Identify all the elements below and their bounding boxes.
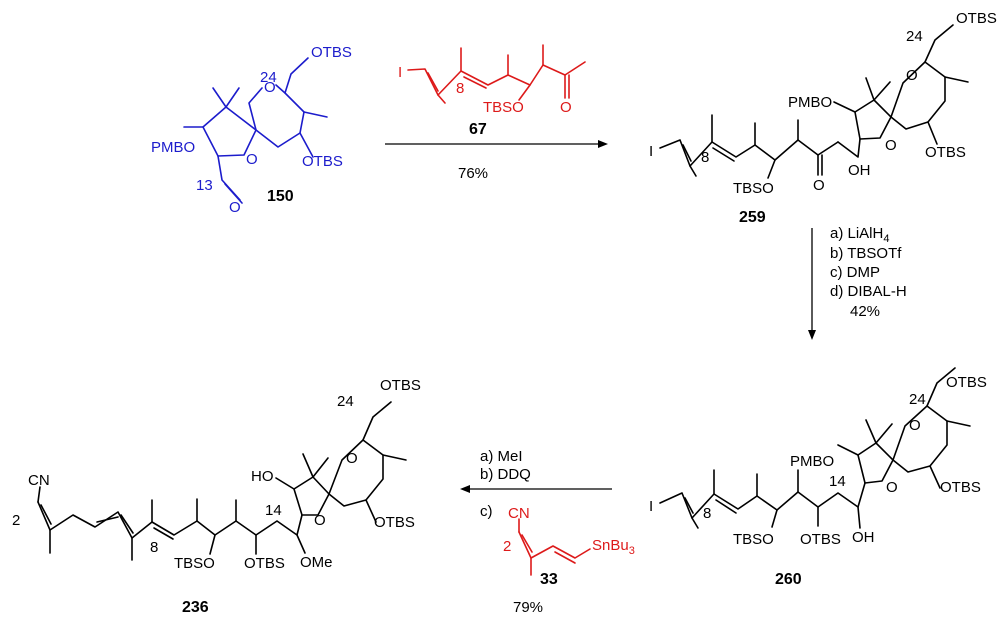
compound-260-tbso: TBSO [733, 531, 774, 548]
compound-236-ome: OMe [300, 554, 333, 571]
step3-condition-b: b) DDQ [480, 466, 531, 483]
compound-33-bonds [518, 518, 591, 576]
compound-259-ketone-o: O [813, 177, 825, 194]
compound-260-bonds [659, 367, 971, 529]
compound-150-label: 150 [267, 188, 294, 205]
compound-150-otbs-top: OTBS [311, 44, 352, 61]
step1-arrowhead [598, 140, 608, 148]
compound-259-iodo: I [649, 143, 653, 160]
compound-150-c13: 13 [196, 177, 213, 194]
compound-236-ring-o2: O [314, 512, 326, 529]
compound-67-label: 67 [469, 121, 487, 138]
compound-260-pmbo: PMBO [790, 453, 834, 470]
step3-condition-c: c) [480, 503, 493, 520]
compound-236-ring-o1: O [346, 450, 358, 467]
compound-260: OTBS 24 O O PMBO OTBS 14 I 8 TBSO OTBS O… [649, 367, 987, 588]
compound-150-c24: 24 [260, 69, 277, 86]
step3-condition-a: a) MeI [480, 448, 523, 465]
compound-259-otbs-top: OTBS [956, 10, 997, 27]
compound-67-c8: 8 [456, 80, 464, 97]
step2-condition-d: d) DIBAL-H [830, 283, 907, 300]
compound-260-oh: OH [852, 529, 875, 546]
compound-260-c14: 14 [829, 473, 846, 490]
compound-259: OTBS 24 O O PMBO OTBS I 8 TBSO O OH 259 [649, 10, 997, 226]
compound-236: OTBS 24 O O HO OTBS 14 8 2 CN TBSO OTBS … [12, 377, 421, 616]
step2-condition-a: a) LiAlH4 [830, 225, 889, 245]
compound-236-ho: HO [251, 468, 274, 485]
compound-260-otbs-top: OTBS [946, 374, 987, 391]
compound-67-bonds [407, 44, 586, 104]
compound-236-c24: 24 [337, 393, 354, 410]
compound-33-cn: CN [508, 505, 530, 522]
compound-259-label: 259 [739, 209, 766, 226]
step3: a) MeI b) DDQ c) 79% [460, 448, 612, 616]
compound-67-tbso: TBSO [483, 99, 524, 116]
compound-236-otbs-top: OTBS [380, 377, 421, 394]
compound-33-sn: SnBu3 [592, 537, 635, 557]
compound-236-c2: 2 [12, 512, 20, 529]
compound-33-c2: 2 [503, 538, 511, 555]
compound-33: CN 2 SnBu3 33 [503, 505, 635, 588]
step3-yield: 79% [513, 599, 543, 616]
compound-236-otbs-bottom: OTBS [374, 514, 415, 531]
step2: a) LiAlH4 b) TBSOTf c) DMP d) DIBAL-H 42… [808, 225, 907, 340]
compound-260-ring-o1: O [909, 417, 921, 434]
compound-150-pmbo: PMBO [151, 139, 195, 156]
compound-150-bonds [183, 57, 328, 204]
compound-259-ring-o1: O [906, 67, 918, 84]
compound-236-label: 236 [182, 599, 209, 616]
compound-150-aldehyde-o: O [229, 199, 241, 216]
step2-condition-c: c) DMP [830, 264, 880, 281]
compound-150-ring-o1: O [264, 79, 276, 96]
compound-67-ketone-o: O [560, 99, 572, 116]
compound-260-c24: 24 [909, 391, 926, 408]
compound-259-tbso: TBSO [733, 180, 774, 197]
compound-259-c24: 24 [906, 28, 923, 45]
compound-236-c8: 8 [150, 539, 158, 556]
step2-arrowhead [808, 330, 816, 340]
compound-236-otbs-mid: OTBS [244, 555, 285, 572]
step2-yield: 42% [850, 303, 880, 320]
compound-259-pmbo: PMBO [788, 94, 832, 111]
compound-260-ring-o2: O [886, 479, 898, 496]
compound-260-iodo: I [649, 498, 653, 515]
compound-67: I 8 TBSO O 67 [398, 44, 586, 138]
compound-236-tbso: TBSO [174, 555, 215, 572]
compound-260-otbs-bottom: OTBS [940, 479, 981, 496]
compound-236-bonds [37, 401, 407, 561]
compound-150-ring-o2: O [246, 151, 258, 168]
compound-236-cn: CN [28, 472, 50, 489]
step1-yield: 76% [458, 165, 488, 182]
compound-67-iodo: I [398, 64, 402, 81]
step3-arrowhead [460, 485, 470, 493]
compound-260-otbs-mid: OTBS [800, 531, 841, 548]
step2-condition-b: b) TBSOTf [830, 245, 902, 262]
compound-150: OTBS 24 O O PMBO OTBS 13 O 150 [151, 44, 352, 216]
compound-259-ring-o2: O [885, 137, 897, 154]
compound-33-label: 33 [540, 571, 558, 588]
compound-259-otbs-bottom: OTBS [925, 144, 966, 161]
compound-150-otbs-bottom: OTBS [302, 153, 343, 170]
step1: 76% [385, 140, 608, 182]
compound-260-c8: 8 [703, 505, 711, 522]
compound-236-c14: 14 [265, 502, 282, 519]
compound-259-bonds [659, 24, 969, 179]
compound-259-oh: OH [848, 162, 871, 179]
compound-260-label: 260 [775, 571, 802, 588]
compound-259-c8: 8 [701, 149, 709, 166]
